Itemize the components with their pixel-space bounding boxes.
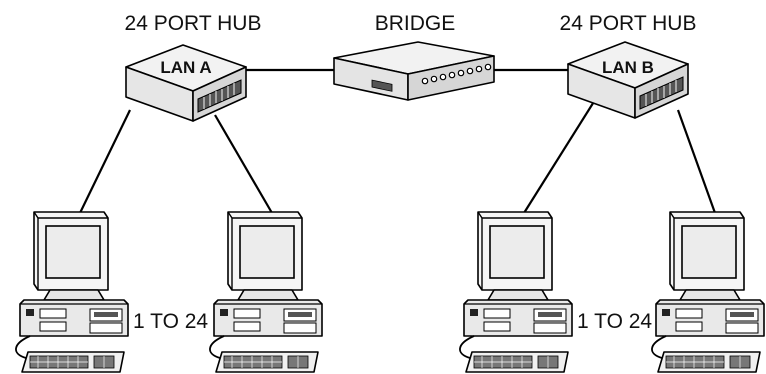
link-hub-a-pc2 (214, 114, 273, 214)
hub-lan-b: LAN B (567, 41, 689, 119)
range-label-a: 1 TO 24 (133, 310, 208, 333)
hub-a-name: LAN A (160, 58, 211, 77)
range-label-b: 1 TO 24 (577, 310, 652, 333)
hub-a-caption: 24 PORT HUB (125, 12, 262, 35)
hub-b-name: LAN B (602, 58, 654, 77)
bridge-led-icons (421, 63, 492, 85)
workstation-3 (459, 211, 573, 373)
bridge-device (333, 41, 495, 101)
hub-lan-a: LAN A (125, 44, 247, 122)
hub-b-caption: 24 PORT HUB (560, 12, 697, 35)
workstation-4 (651, 211, 765, 373)
link-hub-b-pc4 (676, 109, 717, 214)
link-hub-a-pc1 (79, 109, 131, 214)
workstation-1 (15, 211, 129, 373)
workstation-2 (209, 211, 323, 373)
bridge-caption: BRIDGE (375, 12, 456, 35)
link-hub-b-pc3 (523, 99, 596, 214)
